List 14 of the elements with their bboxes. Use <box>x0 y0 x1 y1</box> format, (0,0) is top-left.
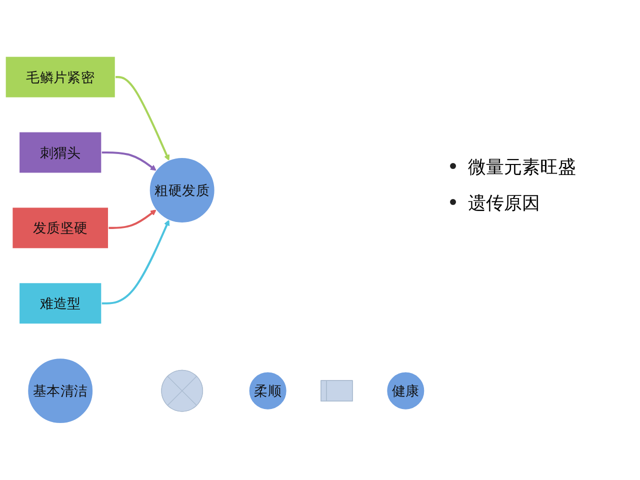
node-box: 难造型 <box>18 282 102 324</box>
node-box: 毛鳞片紧密 <box>5 56 116 98</box>
arrow <box>102 152 156 171</box>
bullet-text: 遗传原因 <box>468 193 540 214</box>
bullet-text: 微量元素旺盛 <box>468 157 576 178</box>
node-box: 发质坚硬 <box>12 207 109 249</box>
arrow <box>115 76 170 161</box>
node-circle: 基本清洁 <box>27 358 94 424</box>
node-box: 刺猬头 <box>18 132 102 174</box>
arrow <box>102 220 170 304</box>
node-circle: 柔顺 <box>248 372 287 410</box>
arrow <box>108 210 156 230</box>
node-circle: 健康 <box>386 372 425 410</box>
node-circle: 粗硬发质 <box>149 157 215 224</box>
